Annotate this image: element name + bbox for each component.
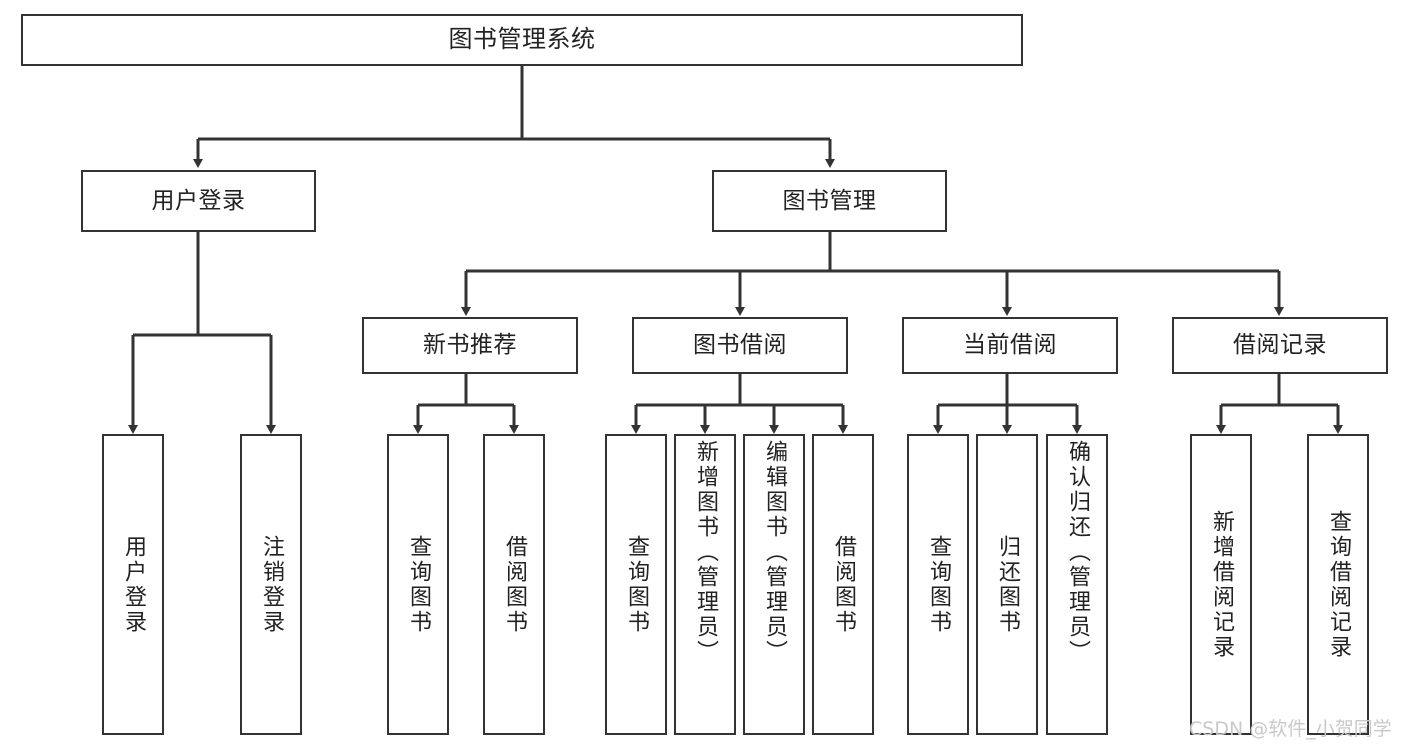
node-leaf-confirm-return[interactable]: 确认归还（管理员） [1046,434,1108,735]
node-user-login[interactable]: 用户登录 [81,170,316,232]
node-leaf-logout-login-label: 注销登录 [259,534,284,635]
node-leaf-query-book-1-label: 查询图书 [406,534,431,635]
node-user-login-label: 用户登录 [151,187,246,214]
node-leaf-query-book-2[interactable]: 查询图书 [605,434,667,735]
node-leaf-logout-login[interactable]: 注销登录 [240,434,302,735]
node-new-book-recommend[interactable]: 新书推荐 [362,317,578,374]
node-leaf-add-record[interactable]: 新增借阅记录 [1190,434,1252,735]
node-root-label: 图书管理系统 [448,25,596,54]
node-leaf-user-login-label: 用户登录 [121,534,146,635]
node-leaf-return-book[interactable]: 归还图书 [976,434,1038,735]
node-leaf-borrow-book-1-label: 借阅图书 [502,534,527,635]
node-leaf-borrow-book-2-label: 借阅图书 [831,534,856,635]
node-leaf-add-book[interactable]: 新增图书（管理员） [674,434,736,735]
node-leaf-query-record-label: 查询借阅记录 [1326,509,1351,660]
node-leaf-query-book-3[interactable]: 查询图书 [907,434,969,735]
node-book-borrow-label: 图书借阅 [693,332,787,359]
node-borrow-record[interactable]: 借阅记录 [1172,317,1388,374]
node-book-manage-label: 图书管理 [782,187,877,214]
node-leaf-confirm-return-label: 确认归还（管理员） [1065,440,1090,665]
node-current-borrow-label: 当前借阅 [963,332,1057,359]
node-leaf-borrow-book-2[interactable]: 借阅图书 [812,434,874,735]
node-root[interactable]: 图书管理系统 [21,14,1023,66]
node-leaf-query-book-1[interactable]: 查询图书 [387,434,449,735]
node-borrow-record-label: 借阅记录 [1233,332,1327,359]
node-leaf-return-book-label: 归还图书 [995,534,1020,635]
node-leaf-user-login[interactable]: 用户登录 [102,434,164,735]
node-current-borrow[interactable]: 当前借阅 [902,317,1118,374]
node-leaf-edit-book-label: 编辑图书（管理员） [762,440,787,665]
watermark-text: CSDN @软件_小贺同学 [1189,718,1392,740]
node-leaf-add-book-label: 新增图书（管理员） [693,440,718,665]
node-leaf-add-record-label: 新增借阅记录 [1209,509,1234,660]
node-book-manage[interactable]: 图书管理 [712,170,947,232]
node-new-book-recommend-label: 新书推荐 [423,332,517,359]
node-leaf-query-record[interactable]: 查询借阅记录 [1307,434,1369,735]
node-leaf-borrow-book-1[interactable]: 借阅图书 [483,434,545,735]
node-leaf-query-book-3-label: 查询图书 [926,534,951,635]
node-leaf-edit-book[interactable]: 编辑图书（管理员） [743,434,805,735]
node-book-borrow[interactable]: 图书借阅 [632,317,848,374]
node-leaf-query-book-2-label: 查询图书 [624,534,649,635]
